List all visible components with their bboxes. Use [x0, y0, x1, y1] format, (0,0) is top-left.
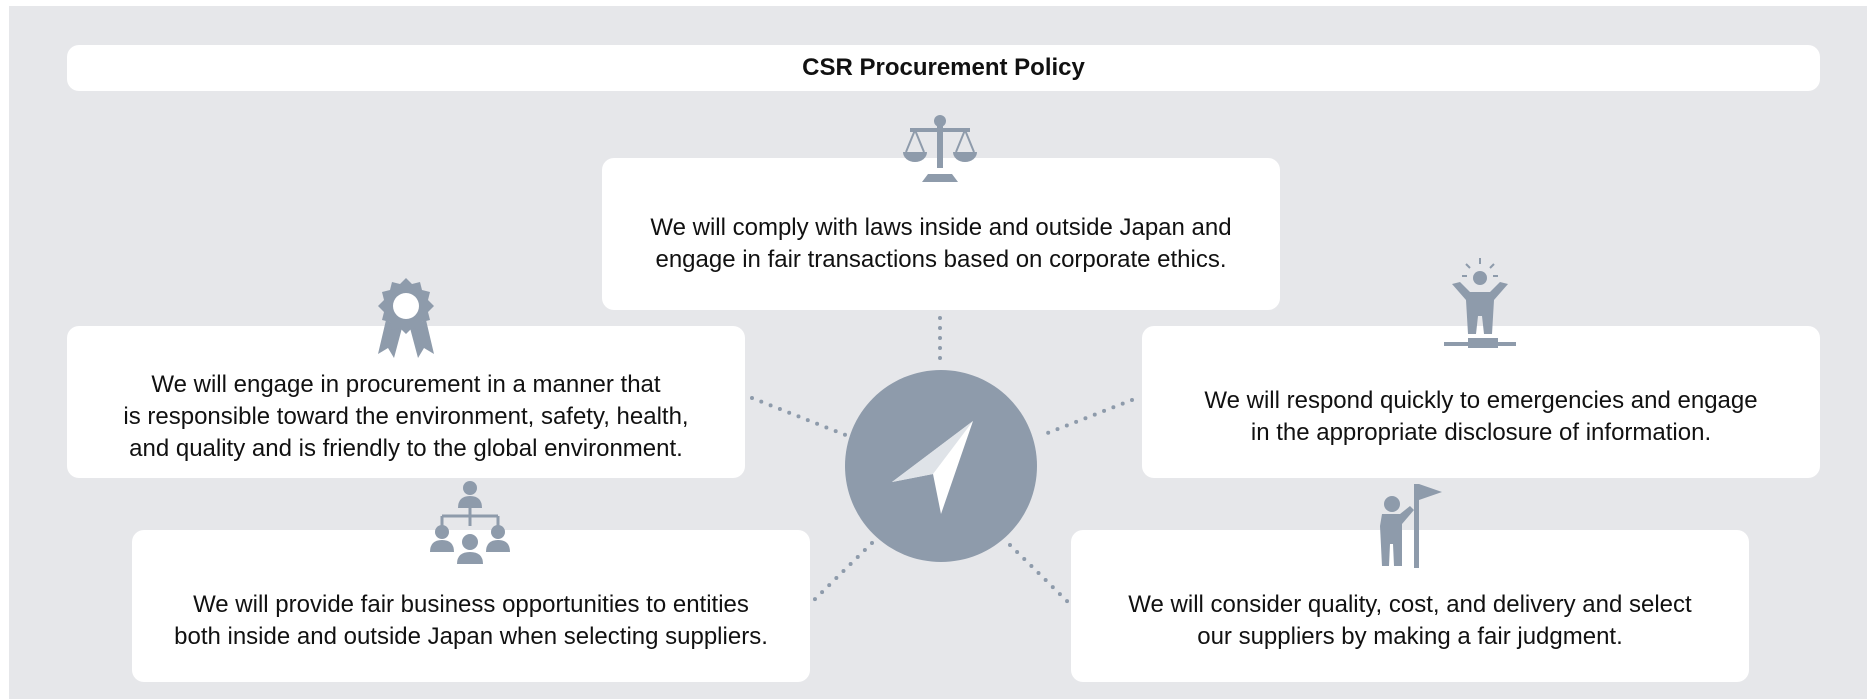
policy-text: We will consider quality, cost, and deli…	[1128, 591, 1692, 650]
award-ribbon-icon	[378, 278, 434, 358]
policy-text: We will comply with laws inside and outs…	[650, 214, 1232, 273]
page-title: CSR Procurement Policy	[67, 45, 1820, 91]
policy-card-environment: We will engage in procurement in a manne…	[67, 326, 745, 478]
scales-icon	[903, 115, 977, 182]
person-alert-icon	[1444, 258, 1516, 348]
policy-text: We will engage in procurement in a manne…	[123, 371, 689, 462]
connector-bottom-left	[810, 541, 874, 604]
connector-left	[750, 396, 850, 438]
policy-card-emergency: We will respond quickly to emergencies a…	[1142, 326, 1820, 478]
connector-right	[1038, 398, 1134, 438]
person-flag-icon	[1380, 484, 1442, 568]
org-chart-icon	[430, 481, 510, 564]
policy-card-compliance: We will comply with laws inside and outs…	[602, 158, 1280, 310]
policy-card-selection: We will consider quality, cost, and deli…	[1071, 530, 1749, 682]
policy-text: We will provide fair business opportunit…	[174, 591, 768, 650]
policy-text: We will respond quickly to emergencies a…	[1204, 387, 1758, 446]
connector-bottom-right	[1008, 543, 1072, 606]
